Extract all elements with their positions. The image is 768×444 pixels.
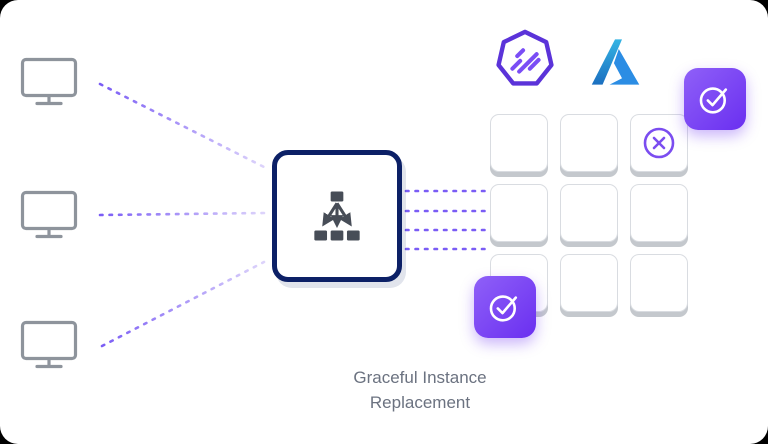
client-monitor-icon bbox=[20, 320, 78, 370]
check-icon bbox=[489, 295, 518, 322]
azure-logo-icon bbox=[588, 38, 642, 91]
spot-heptagon-logo-icon bbox=[494, 28, 556, 95]
instance-cell bbox=[560, 254, 618, 312]
instance-cell bbox=[630, 254, 688, 312]
instance-cell bbox=[630, 184, 688, 242]
client-monitor-icon bbox=[20, 57, 78, 107]
check-icon bbox=[699, 87, 728, 114]
instance-cell bbox=[560, 114, 618, 172]
check-badge-top bbox=[684, 68, 746, 130]
instance-cell-terminating bbox=[630, 114, 688, 172]
load-balancer-box bbox=[272, 150, 402, 282]
instance-grid bbox=[490, 114, 688, 312]
x-circle-icon bbox=[643, 127, 675, 159]
check-badge-bottom bbox=[474, 276, 536, 338]
instance-cell bbox=[560, 184, 618, 242]
client-monitor-icon bbox=[20, 190, 78, 240]
load-balancer-icon bbox=[314, 191, 360, 241]
diagram-caption: Graceful Instance Replacement bbox=[353, 368, 487, 412]
instance-cell bbox=[490, 184, 548, 242]
instance-cell bbox=[490, 114, 548, 172]
